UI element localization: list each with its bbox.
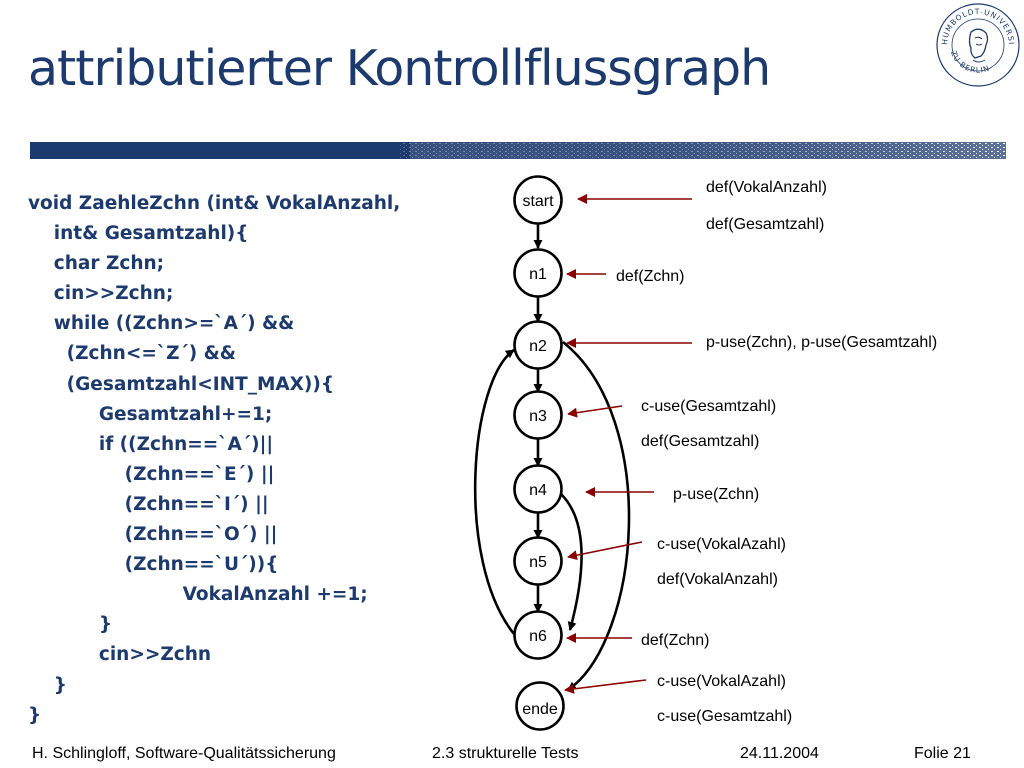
annotation-ende-2: c-use(Gesamtzahl) — [657, 708, 792, 725]
code-line: Gesamtzahl+=1; — [28, 403, 273, 425]
slide-title: attributierter Kontrollflussgraph — [28, 40, 771, 97]
svg-text:n3: n3 — [529, 408, 547, 425]
annotation-n3-1: c-use(Gesamtzahl) — [641, 398, 776, 415]
node-n2: n2 — [513, 320, 563, 370]
annotation-arrow-ende — [564, 679, 647, 694]
node-n6: n6 — [513, 610, 563, 660]
node-n4: n4 — [513, 464, 563, 514]
university-seal-icon: HUMBOLDT-UNIVERSITÄT ZU BERLIN — [931, 0, 1021, 88]
title-underline-bar — [30, 142, 1006, 159]
svg-text:n2: n2 — [529, 338, 547, 355]
code-line: if ((Zchn==`A´)|| — [28, 433, 274, 455]
code-line: } — [28, 704, 42, 726]
edge-n2-ende — [562, 340, 631, 692]
code-line: (Zchn<=`Z´) && — [28, 343, 236, 365]
graph-annotations: def(VokalAnzahl) def(Gesamtzahl) def(Zch… — [616, 179, 937, 725]
code-line: int& Gesamtzahl){ — [28, 223, 249, 245]
code-line: char Zchn; — [28, 253, 165, 275]
code-line: cin>>Zchn — [28, 644, 212, 666]
code-line: cin>>Zchn; — [28, 283, 174, 305]
edge-n6-n2 — [473, 348, 516, 635]
code-listing: void ZaehleZchn (int& VokalAnzahl, int& … — [28, 189, 400, 731]
code-line: (Zchn==`U´)){ — [28, 554, 279, 576]
annotation-arrows — [564, 194, 692, 694]
annotation-start-1: def(VokalAnzahl) — [706, 179, 827, 196]
annotation-ende-1: c-use(VokalAzahl) — [657, 673, 786, 690]
node-n5: n5 — [513, 536, 563, 586]
code-line: } — [28, 674, 67, 696]
code-line: (Zchn==`I´) || — [28, 493, 269, 515]
graph-edges — [473, 224, 631, 692]
annotation-n1: def(Zchn) — [616, 268, 684, 285]
code-line: VokalAnzahl +=1; — [28, 584, 368, 606]
footer-author: H. Schlingloff, Software-Qualitätssicher… — [32, 745, 336, 762]
node-ende: ende — [515, 681, 565, 731]
code-line: (Zchn==`E´) || — [28, 463, 275, 485]
footer-page-number: Folie 21 — [914, 745, 971, 762]
graph-nodes: start n1 n2 n3 n4 n5 n6 ende — [513, 175, 565, 731]
code-line: (Zchn==`O´) || — [28, 524, 278, 546]
code-line: while ((Zchn>=`A´) && — [28, 313, 295, 335]
svg-text:n1: n1 — [529, 266, 547, 283]
footer-date: 24.11.2004 — [740, 745, 819, 762]
code-line: (Gesamtzahl<INT_MAX)){ — [28, 373, 335, 395]
node-start: start — [513, 175, 563, 225]
annotation-arrow-n3 — [567, 405, 623, 418]
annotation-n3-2: def(Gesamtzahl) — [641, 433, 759, 450]
annotation-start-2: def(Gesamtzahl) — [706, 216, 824, 233]
svg-text:start: start — [522, 193, 554, 210]
annotation-n5-1: c-use(VokalAzahl) — [657, 536, 786, 553]
node-n1: n1 — [513, 248, 563, 298]
annotation-arrow-n5 — [567, 541, 643, 561]
annotation-n4: p-use(Zchn) — [673, 486, 759, 503]
annotation-n5-2: def(VokalAnzahl) — [657, 571, 778, 588]
svg-text:ende: ende — [522, 701, 558, 718]
code-line: } — [28, 614, 113, 636]
annotation-n2: p-use(Zchn), p-use(Gesamtzahl) — [706, 334, 937, 351]
code-line: void ZaehleZchn (int& VokalAnzahl, — [28, 193, 401, 214]
annotation-n6: def(Zchn) — [641, 632, 709, 649]
svg-text:n4: n4 — [529, 482, 547, 499]
svg-text:n6: n6 — [529, 628, 547, 645]
node-n3: n3 — [513, 390, 563, 440]
footer-section: 2.3 strukturelle Tests — [432, 745, 579, 762]
svg-text:n5: n5 — [529, 554, 547, 571]
edge-n4-n6 — [560, 493, 583, 631]
